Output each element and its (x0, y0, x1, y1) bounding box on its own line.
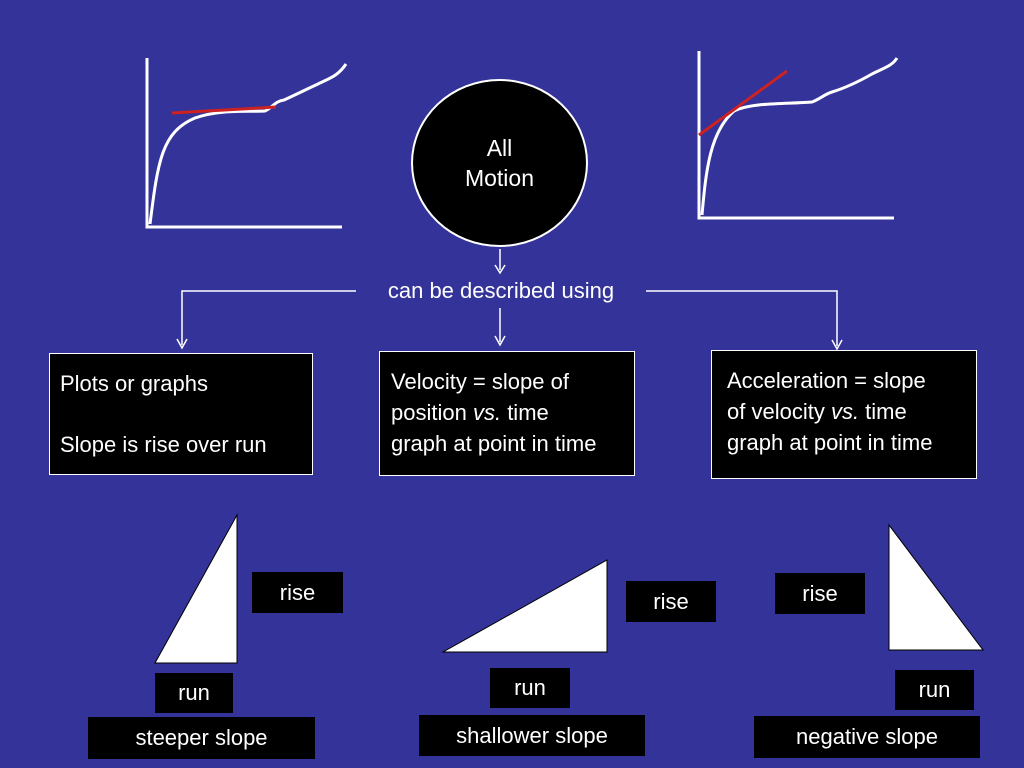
connector-label: can be described using (356, 276, 646, 306)
velocity-line-3: graph at point in time (391, 431, 597, 456)
arrowhead-middle (494, 335, 506, 347)
steep-run-label: run (155, 673, 233, 713)
shallow-triangle (441, 559, 608, 653)
plots-line-1: Plots or graphs (60, 371, 208, 396)
all-motion-circle: All Motion (411, 79, 588, 247)
steep-rise-label: rise (252, 572, 343, 613)
plots-box: Plots or graphs Slope is rise over run (49, 353, 313, 475)
right-graph (697, 51, 899, 220)
velocity-line-2: position vs. time (391, 400, 549, 425)
right-graph-axes (697, 51, 894, 220)
acceleration-line-1: Acceleration = slope (727, 368, 926, 393)
plots-line-2: Slope is rise over run (60, 432, 267, 457)
negative-run-label: run (895, 670, 974, 710)
circle-line-2: Motion (464, 165, 535, 191)
right-graph-curve (700, 57, 899, 216)
steep-caption: steeper slope (88, 717, 315, 759)
acceleration-line-3: graph at point in time (727, 430, 933, 455)
velocity-box: Velocity = slope of position vs. time gr… (379, 351, 635, 476)
acceleration-box: Acceleration = slope of velocity vs. tim… (711, 350, 977, 479)
velocity-line-1: Velocity = slope of (391, 369, 569, 394)
left-graph-tangent (171, 105, 277, 115)
negative-caption: negative slope (754, 716, 980, 758)
arrowhead-right (831, 339, 843, 351)
arrowhead-circle-down (494, 264, 506, 275)
left-graph (145, 58, 348, 229)
connector-right-branch (646, 290, 838, 346)
left-graph-curve (148, 63, 348, 225)
left-graph-axes (145, 58, 342, 229)
negative-rise-label: rise (775, 573, 865, 614)
steep-triangle (154, 513, 238, 664)
shallow-run-label: run (490, 668, 570, 708)
acceleration-line-2: of velocity vs. time (727, 399, 907, 424)
shallow-caption: shallower slope (419, 715, 645, 756)
right-graph-tangent (698, 69, 788, 137)
connectors (176, 249, 843, 351)
connector-left-branch (181, 290, 356, 345)
shallow-rise-label: rise (626, 581, 716, 622)
negative-triangle (888, 523, 985, 651)
arrowhead-left (176, 338, 188, 350)
circle-line-1: All (486, 135, 513, 161)
